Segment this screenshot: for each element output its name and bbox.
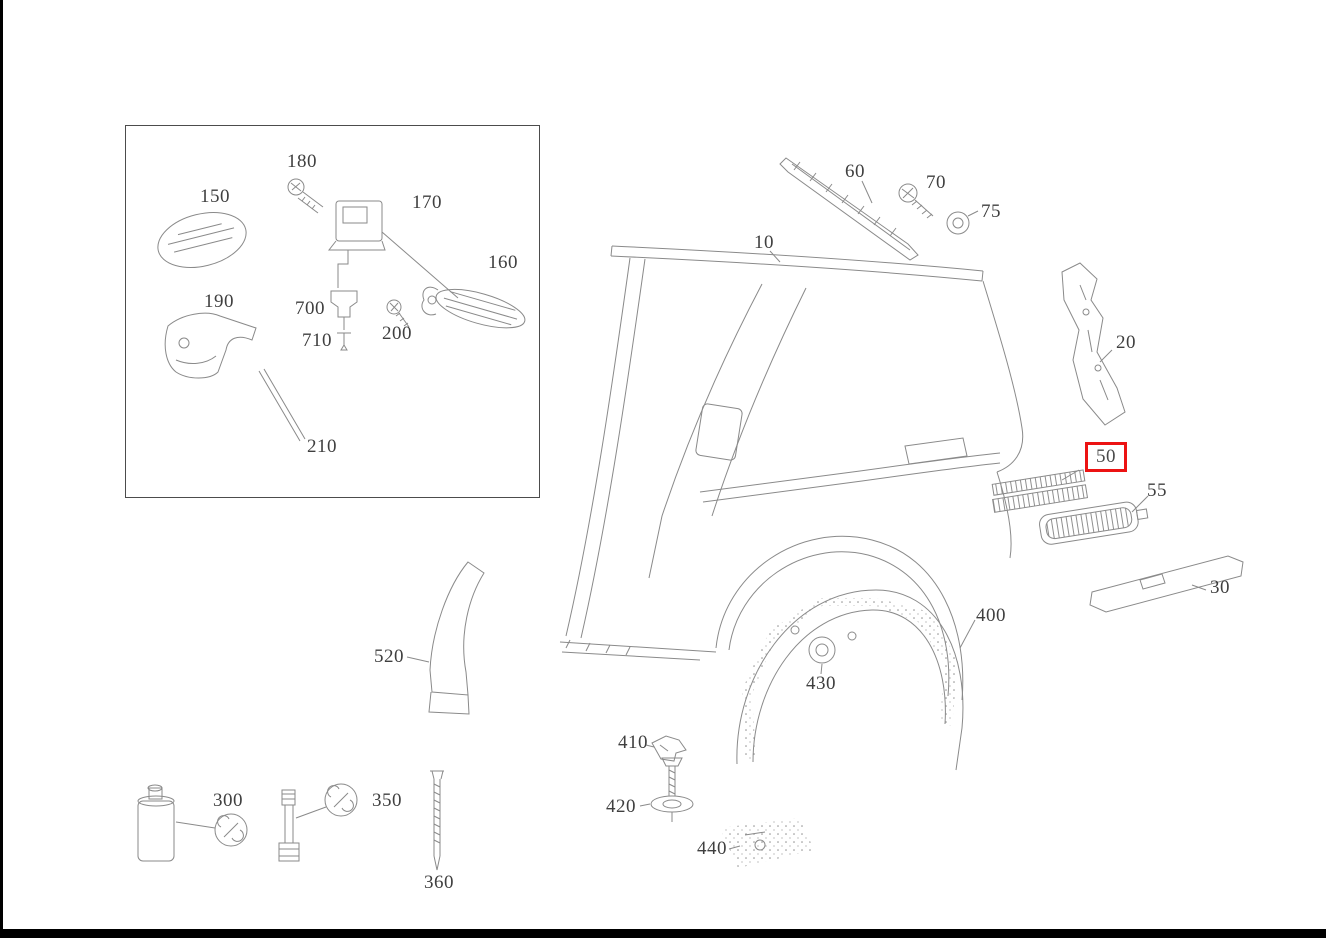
part-callout-440[interactable]: 440 (697, 838, 727, 860)
roof-strip-60-drawing (779, 157, 919, 261)
part-callout-150[interactable]: 150 (200, 186, 230, 208)
part-number: 75 (981, 201, 1001, 222)
part-callout-70[interactable]: 70 (926, 172, 946, 194)
actuator-170-drawing (327, 200, 459, 299)
part-callout-210[interactable]: 210 (307, 436, 337, 458)
clip-410-drawing (645, 735, 687, 762)
inset-detail-box (125, 125, 540, 498)
part-number: 210 (307, 436, 337, 457)
part-number: 440 (697, 838, 727, 859)
rivet-360-drawing (430, 770, 444, 871)
wrench-icon (324, 783, 358, 817)
screw-420-drawing (639, 757, 694, 822)
part-callout-410[interactable]: 410 (618, 732, 648, 754)
part-callout-420[interactable]: 420 (606, 796, 636, 818)
bolt-70-drawing (898, 183, 934, 219)
wrench-icon (214, 813, 248, 847)
part-number: 60 (845, 161, 865, 182)
fuel-flap-drawing (157, 212, 247, 268)
part-callout-60[interactable]: 60 (845, 161, 865, 183)
part-number: 10 (754, 232, 774, 253)
nut-430-drawing (808, 636, 836, 675)
screw-200-drawing (386, 299, 410, 328)
panel-520-drawing (406, 561, 485, 715)
part-callout-170[interactable]: 170 (412, 192, 442, 214)
part-number: 430 (806, 673, 836, 694)
part-number: 410 (618, 732, 648, 753)
part-callout-75[interactable]: 75 (981, 201, 1001, 223)
part-callout-400[interactable]: 400 (976, 605, 1006, 627)
window-left-edge (0, 0, 3, 938)
vent-55-drawing (1039, 495, 1149, 545)
part-callout-300[interactable]: 300 (213, 790, 243, 812)
part-callout-20[interactable]: 20 (1116, 332, 1136, 354)
bolt-180-drawing (287, 178, 324, 214)
part-number: 55 (1147, 480, 1167, 501)
rod-210-drawing (258, 368, 306, 442)
part-callout-710[interactable]: 710 (302, 330, 332, 352)
part-callout-430[interactable]: 430 (806, 673, 836, 695)
part-number: 70 (926, 172, 946, 193)
part-number: 420 (606, 796, 636, 817)
part-callout-520[interactable]: 520 (374, 646, 404, 668)
part-callout-180[interactable]: 180 (287, 151, 317, 173)
part-number: 180 (287, 151, 317, 172)
part-callout-55[interactable]: 55 (1147, 480, 1167, 502)
car-body-drawing (559, 245, 1024, 701)
door-handle-160-drawing (421, 286, 526, 329)
part-callout-350[interactable]: 350 (372, 790, 402, 812)
part-number: 300 (213, 790, 243, 811)
part-number: 710 (302, 330, 332, 351)
spray-can-300-drawing (137, 784, 216, 862)
part-number: 150 (200, 186, 230, 207)
part-callout-10[interactable]: 10 (754, 232, 774, 254)
bracket-190-drawing (164, 312, 257, 379)
part-number: 30 (1210, 577, 1230, 598)
wheel-liner-400-drawing (736, 589, 976, 771)
part-callout-30[interactable]: 30 (1210, 577, 1230, 599)
part-callout-190[interactable]: 190 (204, 291, 234, 313)
strip-30-drawing (1089, 555, 1244, 613)
part-number: 170 (412, 192, 442, 213)
part-number: 700 (295, 298, 325, 319)
part-callout-160[interactable]: 160 (488, 252, 518, 274)
part-number: 160 (488, 252, 518, 273)
part-callout-200[interactable]: 200 (382, 323, 412, 345)
grille-50-drawing (991, 469, 1089, 513)
part-number: 360 (424, 872, 454, 893)
pin-710-drawing (337, 332, 351, 351)
part-number: 20 (1116, 332, 1136, 353)
part-callout-50[interactable]: 50 (1085, 442, 1127, 472)
part-number: 520 (374, 646, 404, 667)
part-callout-700[interactable]: 700 (295, 298, 325, 320)
part-number: 350 (372, 790, 402, 811)
part-number: 190 (204, 291, 234, 312)
part-number: 50 (1096, 446, 1116, 467)
washer-75-drawing (946, 210, 979, 235)
clip-700-drawing (330, 290, 358, 330)
part-number: 400 (976, 605, 1006, 626)
part-callout-360[interactable]: 360 (424, 872, 454, 894)
bracket-20-drawing (1061, 262, 1126, 426)
part-number: 200 (382, 323, 412, 344)
window-bottom-edge (0, 929, 1326, 938)
stud-350-drawing (278, 789, 327, 862)
patch-440-drawing (720, 818, 814, 868)
